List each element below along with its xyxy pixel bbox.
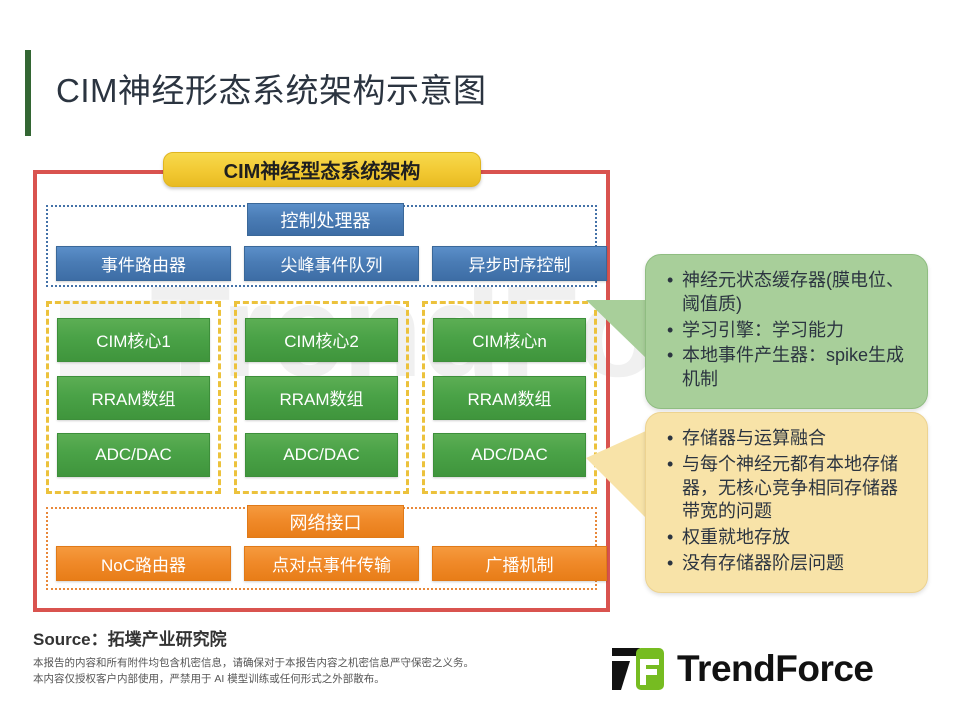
callout-neuron-tail xyxy=(586,300,648,360)
cim-core-column-n: CIM核心n RRAM数组 ADC/DAC xyxy=(422,301,597,494)
callout-memory-bullet-4: 没有存储器阶层问题 xyxy=(667,552,911,576)
control-processor-row: 事件路由器 尖峰事件队列 异步时序控制 xyxy=(56,246,607,281)
box-noc-router[interactable]: NoC路由器 xyxy=(56,546,231,581)
callout-memory-bullet-3: 权重就地存放 xyxy=(667,526,911,550)
disclaimer-line-1: 本报告的内容和所有附件均包含机密信息，请确保对于本报告内容之机密信息严守保密之义… xyxy=(33,657,474,669)
callout-neuron-bullet-3: 本地事件产生器：spike生成机制 xyxy=(667,344,911,392)
callout-memory-bullet-2: 与每个神经元都有本地存储器，无核心竞争相同存储器带宽的问题 xyxy=(667,453,911,524)
disclaimer: 本报告的内容和所有附件均包含机密信息，请确保对于本报告内容之机密信息严守保密之义… xyxy=(33,655,474,688)
core-adcdac-n[interactable]: ADC/DAC xyxy=(433,433,586,478)
disclaimer-line-2: 本内容仅授权客户内部使用，严禁用于 AI 模型训练或任何形式之外部散布。 xyxy=(33,673,385,686)
section-head-control-processor: 控制处理器 xyxy=(247,203,404,236)
box-async-timing-control[interactable]: 异步时序控制 xyxy=(432,246,607,281)
trendforce-logo-icon xyxy=(612,648,664,690)
section-head-network-interface: 网络接口 xyxy=(247,505,404,538)
box-event-router[interactable]: 事件路由器 xyxy=(56,246,231,281)
core-title-n[interactable]: CIM核心n xyxy=(433,317,586,362)
cim-core-column-2: CIM核心2 RRAM数组 ADC/DAC xyxy=(234,301,409,494)
callout-neuron-bullet-1: 神经元状态缓存器(膜电位、阈值质) xyxy=(667,269,911,317)
callout-neuron: 神经元状态缓存器(膜电位、阈值质) 学习引擎：学习能力 本地事件产生器：spik… xyxy=(645,254,928,409)
cim-core-column-1: CIM核心1 RRAM数组 ADC/DAC xyxy=(46,301,221,494)
core-rram-2[interactable]: RRAM数组 xyxy=(245,375,398,420)
source-label: Source：拓墣产业研究院 xyxy=(33,630,227,649)
title-accent-bar xyxy=(25,50,31,136)
callout-memory-tail xyxy=(586,430,648,520)
core-rram-n[interactable]: RRAM数组 xyxy=(433,375,586,420)
box-broadcast-mechanism[interactable]: 广播机制 xyxy=(432,546,607,581)
trendforce-logo: TrendForce xyxy=(610,645,874,693)
callout-memory: 存储器与运算融合 与每个神经元都有本地存储器，无核心竞争相同存储器带宽的问题 权… xyxy=(645,412,928,593)
core-title-2[interactable]: CIM核心2 xyxy=(245,317,398,362)
core-adcdac-2[interactable]: ADC/DAC xyxy=(245,433,398,478)
cim-cores-group: CIM核心1 RRAM数组 ADC/DAC CIM核心2 RRAM数组 ADC/… xyxy=(46,301,597,494)
core-rram-1[interactable]: RRAM数组 xyxy=(57,375,210,420)
page-title: CIM神经形态系统架构示意图 xyxy=(56,72,487,109)
box-p2p-event-transfer[interactable]: 点对点事件传输 xyxy=(244,546,419,581)
callout-memory-bullet-1: 存储器与运算融合 xyxy=(667,427,911,451)
box-spike-event-queue[interactable]: 尖峰事件队列 xyxy=(244,246,419,281)
callout-neuron-bullet-2: 学习引擎：学习能力 xyxy=(667,319,911,343)
trendforce-logo-text: TrendForce xyxy=(677,648,874,689)
core-title-1[interactable]: CIM核心1 xyxy=(57,317,210,362)
core-adcdac-1[interactable]: ADC/DAC xyxy=(57,433,210,478)
panel-title-badge: CIM神经型态系统架构 xyxy=(163,152,481,187)
network-interface-row: NoC路由器 点对点事件传输 广播机制 xyxy=(56,546,607,581)
